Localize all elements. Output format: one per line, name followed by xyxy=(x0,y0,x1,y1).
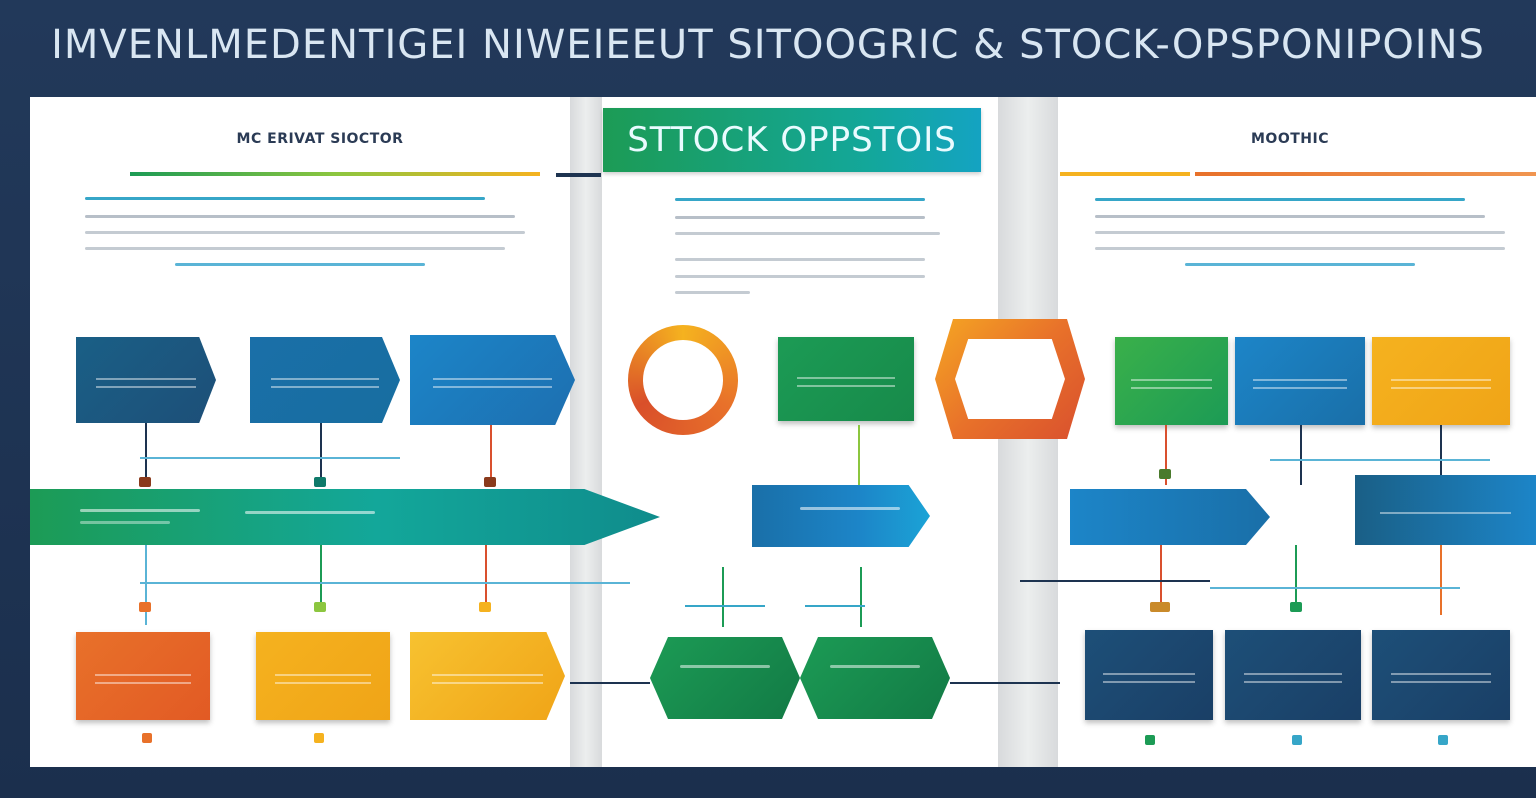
connector xyxy=(320,423,322,483)
outcome-box xyxy=(256,632,390,720)
band-label xyxy=(80,521,170,524)
connector xyxy=(485,545,487,605)
text-placeholder xyxy=(675,275,925,278)
process-box xyxy=(1235,337,1365,425)
heading-rule xyxy=(1060,172,1190,176)
text-placeholder xyxy=(85,247,505,250)
process-box xyxy=(76,337,216,423)
connector xyxy=(145,545,147,625)
heading-rule xyxy=(556,173,601,177)
text-placeholder xyxy=(1095,247,1505,250)
junction-node xyxy=(1290,602,1302,612)
text-placeholder xyxy=(675,258,925,261)
connector xyxy=(1300,425,1302,485)
center-banner: STTOCK OPPSTOIS xyxy=(603,108,981,172)
junction-node xyxy=(314,733,324,743)
connector xyxy=(1160,545,1162,605)
heading-rule xyxy=(1195,172,1536,176)
junction-node xyxy=(139,602,151,612)
junction-node xyxy=(142,733,152,743)
connector xyxy=(1440,545,1442,615)
text-placeholder xyxy=(675,291,750,294)
text-placeholder xyxy=(675,198,925,201)
connector xyxy=(320,545,322,605)
right-column-heading: MOOTHIC xyxy=(1251,131,1329,147)
connector xyxy=(1440,425,1442,485)
cycle-badge-center xyxy=(955,339,1065,419)
connector xyxy=(950,682,1060,684)
connector xyxy=(490,425,492,483)
text-placeholder xyxy=(85,197,485,200)
process-box xyxy=(250,337,400,423)
connector xyxy=(1020,580,1210,582)
junction-node xyxy=(1150,602,1170,612)
infographic-board: MC ERIVAT SIOCTOR ST xyxy=(30,97,1536,767)
connector xyxy=(1165,425,1167,485)
connector xyxy=(1210,587,1460,589)
text-placeholder xyxy=(175,263,425,266)
band-label xyxy=(680,665,770,668)
junction-node xyxy=(1159,469,1171,479)
text-placeholder xyxy=(675,216,925,219)
flow-band xyxy=(30,489,660,545)
connector xyxy=(805,605,865,607)
flow-band xyxy=(1070,489,1270,545)
text-placeholder xyxy=(1185,263,1415,266)
connector xyxy=(145,423,147,483)
text-placeholder xyxy=(85,215,515,218)
cycle-badge-center xyxy=(643,340,723,420)
connector xyxy=(570,682,650,684)
connector xyxy=(858,425,860,485)
left-column-heading: MC ERIVAT SIOCTOR xyxy=(236,131,404,147)
page-title: IMVENLMEDENTIGEI NIWEIEEUT SITOOGRIC & S… xyxy=(51,22,1485,68)
outcome-box xyxy=(1225,630,1361,720)
text-placeholder xyxy=(1095,231,1505,234)
band-label xyxy=(80,509,200,512)
decision-box xyxy=(800,637,950,719)
outcome-box xyxy=(410,632,565,720)
connector xyxy=(140,457,400,459)
connector xyxy=(722,567,724,627)
process-box xyxy=(1115,337,1228,425)
outcome-box xyxy=(1085,630,1213,720)
junction-node xyxy=(484,477,496,487)
outcome-box xyxy=(76,632,210,720)
heading-rule xyxy=(130,172,540,176)
junction-node xyxy=(1292,735,1302,745)
band-label xyxy=(245,511,375,514)
process-box xyxy=(410,335,575,425)
text-placeholder xyxy=(1095,215,1485,218)
junction-node xyxy=(479,602,491,612)
decision-box xyxy=(650,637,800,719)
outcome-box xyxy=(1372,630,1510,720)
text-placeholder xyxy=(85,231,525,234)
column-divider xyxy=(570,97,602,767)
connector xyxy=(140,582,630,584)
flow-band xyxy=(1355,475,1536,545)
connector xyxy=(685,605,765,607)
band-label xyxy=(800,507,900,510)
connector xyxy=(1295,545,1297,605)
connector xyxy=(1270,459,1490,461)
junction-node xyxy=(314,602,326,612)
text-placeholder xyxy=(1095,198,1465,201)
junction-node xyxy=(139,477,151,487)
junction-node xyxy=(314,477,326,487)
process-box xyxy=(1372,337,1510,425)
band-label xyxy=(830,665,920,668)
text-placeholder xyxy=(675,232,940,235)
junction-node xyxy=(1438,735,1448,745)
connector xyxy=(860,567,862,627)
junction-node xyxy=(1145,735,1155,745)
process-box xyxy=(778,337,914,421)
flow-band xyxy=(752,485,930,547)
